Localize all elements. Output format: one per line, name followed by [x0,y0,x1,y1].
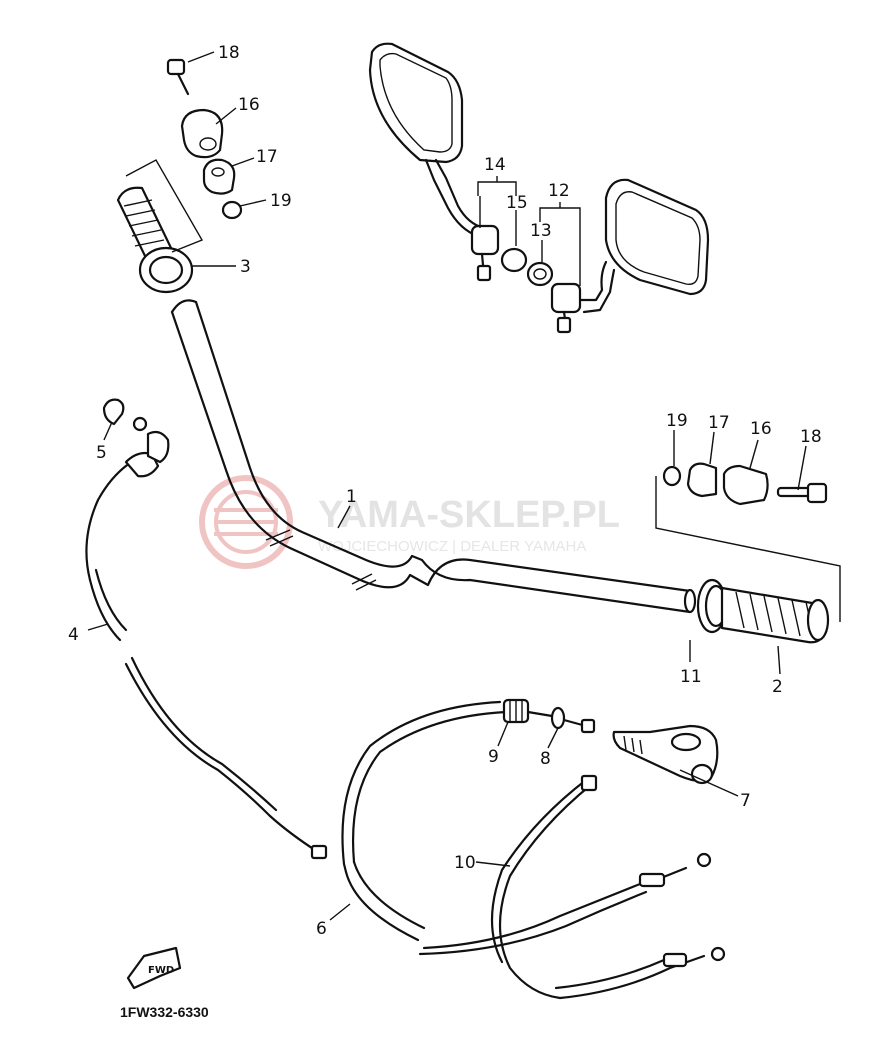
mirror-brackets [477,176,581,286]
callout-16-top: 16 [238,95,260,115]
left-grip-part [116,186,194,294]
callout-12: 12 [548,181,570,201]
adjuster-9-part [502,698,554,724]
callout-9: 9 [488,747,499,767]
watermark: YAMA-SKLEP.PL WOJCIECHOWICZ | DEALER YAM… [199,475,620,569]
callout-17-right: 17 [708,413,730,433]
mirror-adapter-13-part [526,261,554,287]
callout-11: 11 [680,667,702,687]
right-grip-part [696,578,830,644]
throttle-cable-part [341,700,712,956]
clutch-cover-part [102,398,125,426]
watermark-tagline: WOJCIECHOWICZ | DEALER YAMAHA [318,538,586,555]
callout-16-right: 16 [750,419,772,439]
leader-lines [87,51,807,921]
callout-19-top: 19 [270,191,292,211]
left-end-weights [166,58,243,220]
handlebar-marks [265,529,377,591]
nut-8-part [550,706,596,734]
callout-14: 14 [484,155,506,175]
right-mirror-part [550,178,710,334]
left-mirror-part [368,42,500,282]
top-weight-small-part [202,158,236,195]
left-bracket-lines [125,159,204,253]
callout-18-top: 18 [218,43,240,63]
watermark-brand: YAMA-SKLEP.PL [318,494,620,536]
right-end-weights [655,462,841,622]
callout-labels: 18 16 17 19 3 14 15 12 13 1 5 4 19 17 16… [68,43,822,939]
callout-8: 8 [540,749,551,769]
handlebar-part [170,299,697,614]
callout-7: 7 [740,791,751,811]
throttle-cable-10-part [490,774,726,1000]
callout-13: 13 [530,221,552,241]
callout-18-right: 18 [800,427,822,447]
drawing-code: 1FW332-6330 [120,1004,209,1020]
watermark-logo [199,475,293,569]
fwd-label: FWD [148,965,174,976]
top-weight-large-part [180,108,224,159]
callout-3: 3 [240,257,251,277]
callout-2: 2 [772,677,783,697]
throttle-housing-part [612,724,719,785]
callout-17-top: 17 [256,147,278,167]
callout-19-right: 19 [666,411,688,431]
mirror-adapter-15-part [500,247,528,273]
callout-6: 6 [316,919,327,939]
callout-5: 5 [96,443,107,463]
callout-1: 1 [346,487,357,507]
callout-4: 4 [68,625,79,645]
callout-15: 15 [506,193,528,213]
top-screw-part [166,58,190,96]
top-nut-part [221,200,243,220]
callout-10: 10 [454,853,476,873]
fwd-arrow-icon: FWD [126,946,182,990]
clutch-cable-part [85,416,328,860]
